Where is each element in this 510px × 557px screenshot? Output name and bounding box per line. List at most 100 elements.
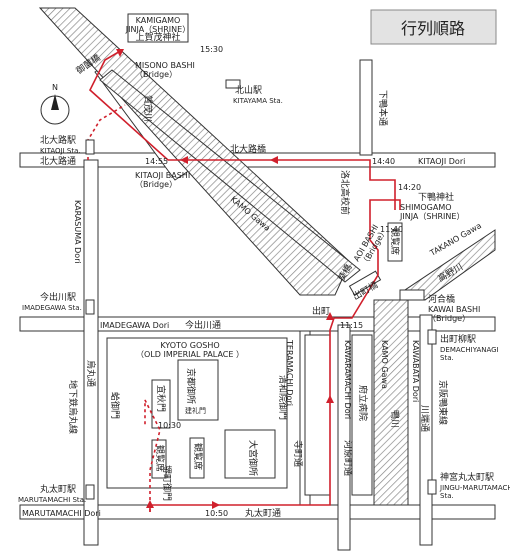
label-kanranseki-3: 観覧席 bbox=[154, 445, 166, 472]
kamo-river-lower bbox=[373, 299, 409, 506]
label-seiwain: 清和院御門 bbox=[277, 375, 289, 420]
route-path-main bbox=[149, 199, 401, 512]
route-arrow-6 bbox=[180, 156, 188, 164]
label-kenreimon: 建礼門 bbox=[185, 406, 206, 415]
label-rakuhoku: 洛北高校前 bbox=[339, 170, 351, 215]
label-kawabata-jp: 川端通 bbox=[419, 405, 431, 432]
kamigamo-box bbox=[127, 13, 189, 43]
label-time-1420: 14:20 bbox=[398, 183, 421, 192]
legend-title: 行列順路 bbox=[401, 19, 465, 38]
label-kyoto-gosho-jp: 京都御所 bbox=[185, 368, 197, 404]
label-kitaoji-dori-jp-left: 北大路通 bbox=[40, 155, 76, 167]
compass: N bbox=[40, 83, 70, 125]
label-kawaramachi-dori: KAWARAMACHI Dori bbox=[343, 340, 352, 419]
label-hamaguri: 蛤御門 bbox=[109, 392, 121, 419]
label-time-1030: 10:30 bbox=[158, 421, 181, 430]
route-arrow-5 bbox=[270, 156, 278, 164]
jingu-marutamachi-marker bbox=[427, 479, 437, 495]
label-demachiyanagi-jp: 出町柳駅 bbox=[440, 333, 476, 345]
route-arrow-1 bbox=[146, 500, 154, 508]
label-chikatetsu: 地下鉄烏丸線 bbox=[67, 380, 79, 434]
label-imadegawa-dori: IMADEGAWA Dori bbox=[100, 321, 169, 330]
demachiyanagi-marker bbox=[427, 329, 437, 345]
label-kamo-upper-jp: 賀茂川 bbox=[142, 95, 154, 122]
compass-n: N bbox=[52, 83, 58, 92]
label-kamigamo-jp: 上賀茂神社 bbox=[135, 31, 180, 43]
gosho-palace bbox=[177, 359, 219, 421]
label-teramachi-jp: 寺町通 bbox=[292, 440, 303, 467]
hospital-block bbox=[351, 334, 373, 496]
takano-river bbox=[404, 229, 496, 301]
label-kitaoji-sta-jp: 北大路駅 bbox=[40, 134, 76, 146]
label-shimogamo-jp: 下鴨神社 bbox=[418, 191, 454, 203]
label-kanranseki: 観覧席 bbox=[389, 228, 401, 255]
label-time-1050: 10:50 bbox=[205, 509, 228, 518]
label-marutamachi-dori-jp: 丸太町通 bbox=[245, 507, 281, 519]
label-marutamachi-sta-jp: 丸太町駅 bbox=[40, 483, 76, 495]
imadegawa-station-marker bbox=[85, 299, 95, 315]
teramachi-block bbox=[304, 334, 331, 496]
label-karasuma-jp: 烏丸通 bbox=[85, 360, 97, 387]
route-arrow-7 bbox=[116, 49, 124, 57]
label-kitaoji-sta: KITAOJI Sta. bbox=[40, 147, 81, 155]
label-keihan: 京阪鴨東線 bbox=[437, 380, 449, 425]
giyumon-block bbox=[151, 379, 171, 429]
label-kamo-gawa-v: KAMO Gawa bbox=[380, 340, 389, 389]
karasuma-dori-road bbox=[83, 159, 99, 546]
label-time-1455: 14:55 bbox=[145, 157, 168, 166]
label-kyoto-gosho: KYOTO GOSHO（OLD IMPERIAL PALACE ） bbox=[136, 341, 244, 359]
route-arrow-3 bbox=[326, 395, 334, 403]
label-kitaoji-bashi: KITAOJI BASHI（Bridge） bbox=[135, 171, 190, 189]
label-kawai-bashi-jp: 河合橋 bbox=[428, 293, 455, 305]
route-path-north bbox=[89, 49, 396, 210]
label-imadegawa-sta-jp: 今出川駅 bbox=[40, 291, 76, 303]
label-imadegawa-sta: IMADEGAWA Sta. bbox=[22, 304, 82, 312]
label-kawai-bashi: KAWAI BASHI（Bridge） bbox=[428, 305, 480, 323]
label-kawabata-dori: KAWABATA Dori bbox=[411, 340, 420, 402]
label-imadegawa-dori-jp: 今出川通 bbox=[185, 319, 221, 331]
kawai-bridge bbox=[399, 289, 425, 301]
label-aoi-bashi: AOI BASHI（Bridge） bbox=[352, 222, 389, 268]
label-time-1440: 14:40 bbox=[372, 157, 395, 166]
kanranseki-block-2 bbox=[151, 439, 167, 479]
label-sakaimachi: 堺町御門 bbox=[161, 465, 173, 501]
route-arrow-4 bbox=[326, 312, 334, 320]
label-teramachi-dori: TERAMACHI Dori bbox=[285, 339, 294, 406]
label-kitaoji-bashi-jp: 北大路橋 bbox=[230, 143, 266, 155]
label-time-1530: 15:30 bbox=[200, 45, 223, 54]
label-marutamachi-sta: MARUTAMACHI Sta. bbox=[18, 496, 86, 504]
legend-box: 行列順路 bbox=[370, 9, 497, 45]
label-giyumon: 宜秋門 bbox=[155, 385, 167, 412]
label-jingu-marutamachi-jp: 神宮丸太町駅 bbox=[440, 471, 494, 483]
marutamachi-station-marker bbox=[85, 484, 95, 500]
kamo-river-branch bbox=[99, 69, 361, 283]
label-kitayama-sta: KITAYAMA Sta. bbox=[233, 97, 283, 105]
label-kitayama-jp: 北山駅 bbox=[235, 85, 262, 96]
kitaoji-station-marker bbox=[85, 139, 95, 155]
label-kitaoji-dori: KITAOJI Dori bbox=[418, 157, 465, 166]
route-arrow-2 bbox=[212, 501, 220, 509]
label-misono: MISONO BASHI（Bridge） bbox=[135, 61, 195, 79]
label-demachi-jp: 出町 bbox=[312, 305, 330, 317]
kanranseki-shimogamo bbox=[387, 222, 403, 262]
label-omiya-gosho: 大宮御所 bbox=[247, 440, 259, 476]
label-karasuma-dori: KARASUMA Dori bbox=[73, 200, 82, 264]
label-kawaramachi-jp: 河原町通 bbox=[342, 440, 354, 476]
label-shimogamo-hondori: 下鴨本通 bbox=[377, 90, 389, 126]
shimogamo-hondori-road bbox=[359, 59, 373, 156]
label-kanranseki-2: 観覧席 bbox=[192, 443, 204, 470]
omiya-gosho bbox=[224, 429, 276, 479]
label-kamogawa-jp: 鴨川 bbox=[389, 410, 401, 428]
label-time-1140: 11:40 bbox=[380, 225, 403, 234]
kanranseki-block-1 bbox=[189, 437, 205, 479]
route-path-dashed-kitaoji bbox=[87, 104, 126, 160]
label-marutamachi-dori: MARUTAMACHI Dori bbox=[22, 509, 101, 518]
kitayama-station-marker bbox=[225, 79, 241, 89]
label-fudai: 府立病院 bbox=[357, 385, 369, 421]
